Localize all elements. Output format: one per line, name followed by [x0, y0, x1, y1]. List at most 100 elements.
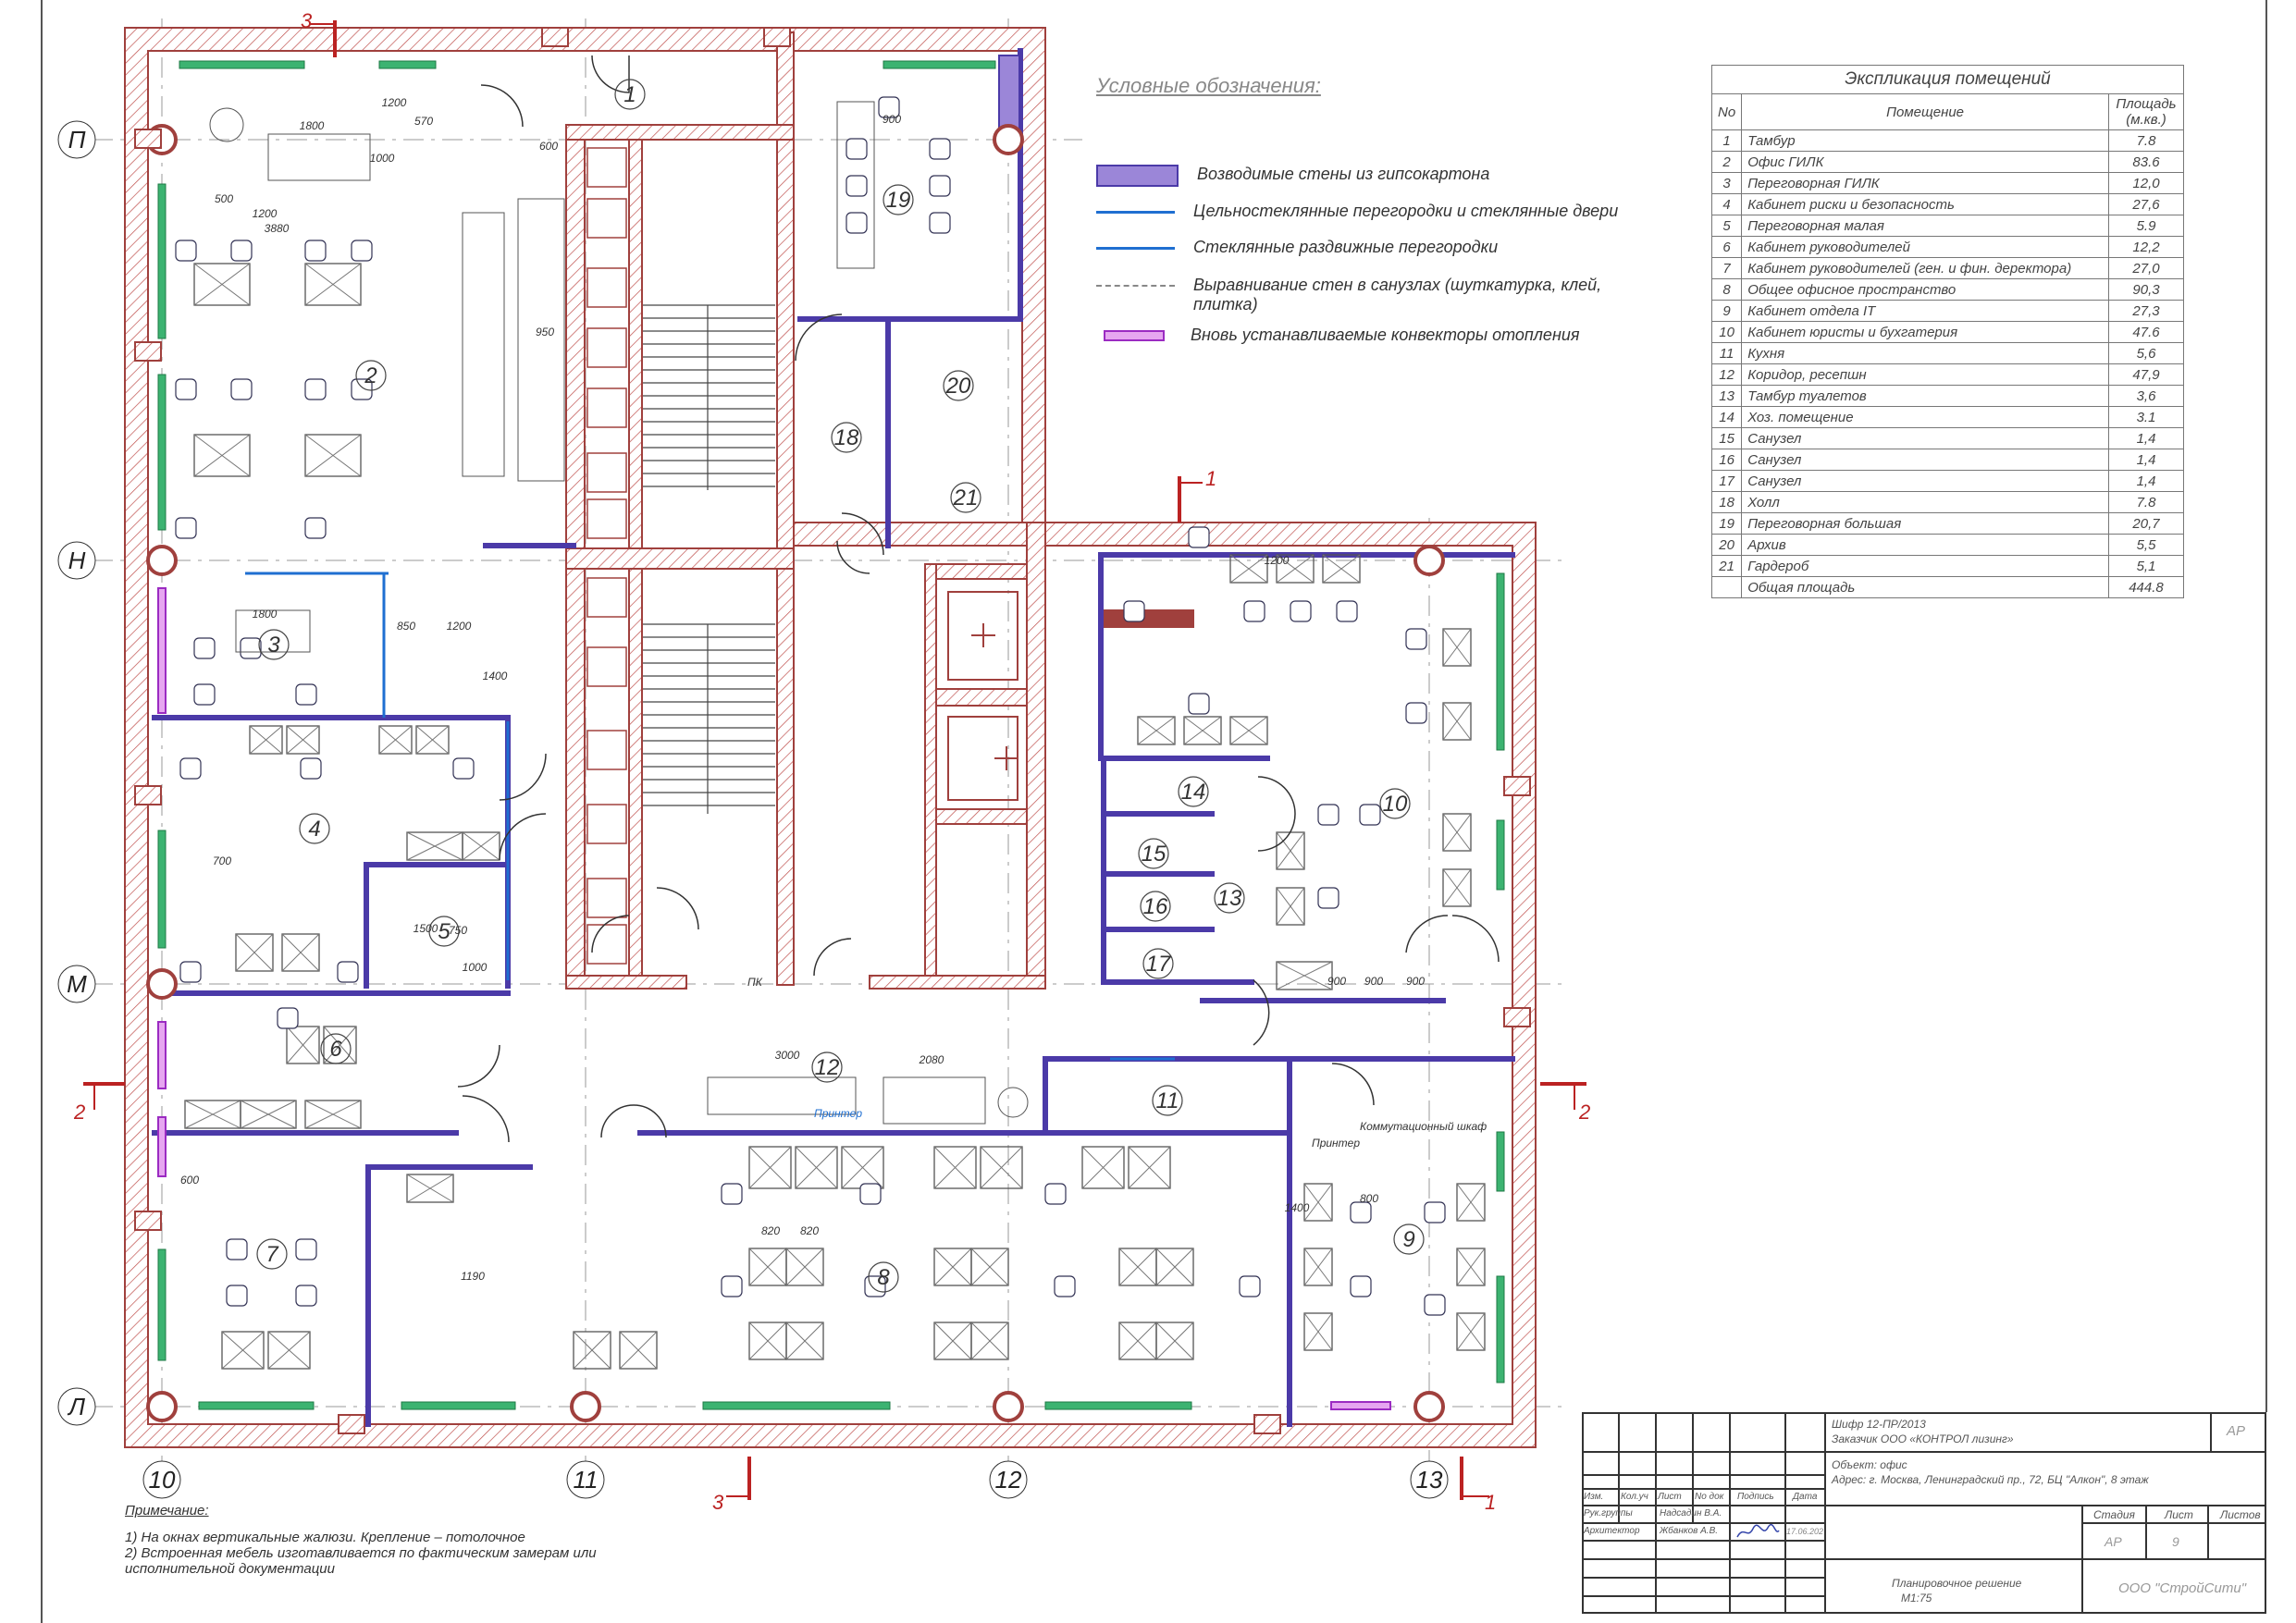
chair-icon	[1317, 804, 1339, 826]
room-number-label: 18	[834, 425, 859, 450]
legend-item-glass: Цельностеклянные перегородки и стеклянны…	[1096, 202, 1618, 221]
cell-name: Архив	[1741, 534, 2109, 556]
room-number-label: 5	[438, 919, 451, 944]
desk	[323, 1026, 357, 1064]
shaft-cell	[586, 387, 627, 428]
column-icon	[146, 968, 178, 1000]
cell-area: 1,4	[2108, 470, 2184, 492]
axis-label: 13	[1416, 1466, 1443, 1494]
dimension-label: 600	[180, 1174, 199, 1187]
total-area: 444.8	[2108, 576, 2184, 598]
legend-label: Вновь устанавливаемые конвекторы отоплен…	[1191, 326, 1580, 344]
chair-icon	[1054, 1275, 1076, 1297]
desk	[1276, 887, 1305, 926]
cell-no	[1710, 576, 1743, 598]
axis-row-Н: Н	[57, 541, 96, 580]
room-number-6: 6	[320, 1033, 352, 1064]
dashed-line-swatch	[1096, 285, 1175, 287]
chair-icon	[1336, 600, 1358, 622]
desk	[748, 1248, 787, 1286]
cell-area: 3.1	[2108, 406, 2184, 428]
cell-area: 7.8	[2108, 129, 2184, 152]
axis-label: М	[67, 970, 87, 998]
column-icon	[993, 1391, 1024, 1422]
customer: Заказчик ООО «КОНТРОЛ лизинг»	[1832, 1432, 2014, 1445]
room-number-circle	[1379, 788, 1411, 819]
room-number-11: 11	[1152, 1085, 1183, 1116]
chair-icon	[175, 240, 197, 262]
room-number-circle	[1140, 891, 1171, 922]
desk	[1081, 1146, 1125, 1189]
axis-col-10: 10	[142, 1460, 181, 1499]
room-number-circle	[831, 422, 862, 453]
desk	[286, 725, 320, 755]
room-number-label: 11	[1156, 1088, 1179, 1113]
cell-name: Санузел	[1741, 470, 2109, 492]
door-swing	[499, 753, 547, 801]
pilaster	[134, 341, 162, 362]
chair-icon	[1188, 526, 1210, 548]
doors	[457, 55, 1500, 1143]
chair-icon	[721, 1275, 743, 1297]
cell-no: 8	[1710, 278, 1743, 301]
pilaster	[1503, 1007, 1531, 1027]
chair-icon	[304, 378, 327, 400]
desk	[1442, 628, 1472, 667]
pc-label: ПК	[747, 976, 763, 989]
axis-row-Л: Л	[57, 1387, 96, 1426]
door-swing	[591, 55, 630, 93]
section-code: АР	[2227, 1423, 2246, 1439]
shaft-cell	[586, 267, 627, 308]
dimension-label: 850	[397, 620, 415, 633]
chair-icon	[1350, 1201, 1372, 1223]
desk	[406, 1174, 454, 1203]
table-title: Экспликация помещений	[1711, 65, 2184, 94]
col-header: Лист	[1658, 1492, 1682, 1502]
desk	[970, 1248, 1009, 1286]
desk	[406, 831, 463, 861]
chair-icon	[846, 175, 868, 197]
desk	[1229, 716, 1268, 745]
legend-item-dashed: Выравнивание стен в санузлах (шутк­атурк…	[1096, 276, 1642, 314]
reception-desk	[707, 1076, 857, 1115]
desk	[1442, 813, 1472, 852]
desk	[933, 1322, 972, 1360]
axis-label: Н	[68, 547, 86, 574]
cell-area: 12,2	[2108, 236, 2184, 258]
drywall-column	[998, 55, 1020, 130]
door-swing	[1451, 915, 1500, 963]
chair-icon	[1317, 887, 1339, 909]
room-number-21: 21	[950, 482, 981, 513]
cell-no: 5	[1710, 215, 1743, 237]
room-number-label: 6	[329, 1037, 342, 1062]
desk	[841, 1146, 884, 1189]
room-number-5: 5	[428, 916, 460, 947]
pilaster	[134, 785, 162, 805]
legend-label: Возводимые стены из гипсокартона	[1197, 165, 1490, 183]
chair-icon	[193, 683, 216, 706]
role: Рук.группы	[1584, 1508, 1633, 1518]
sliding-glass-swatch	[1096, 247, 1175, 250]
section-label: 1	[1205, 467, 1216, 490]
total-label: Общая площадь	[1741, 576, 2109, 598]
section-label: 3	[712, 1491, 724, 1514]
axis-label: Л	[67, 1393, 85, 1420]
shaft-cell	[586, 498, 627, 539]
room-number-circle	[943, 370, 974, 401]
stage-header: Стадия	[2093, 1508, 2135, 1521]
cell-no: 18	[1710, 491, 1743, 513]
chair-icon	[351, 240, 373, 262]
signature	[1736, 1523, 1780, 1538]
desk	[748, 1146, 792, 1189]
cell-name: Кабинет руководителей (ген. и фин. дерек…	[1741, 257, 2109, 279]
cell-area: 27,3	[2108, 300, 2184, 322]
room-number-circle	[868, 1261, 899, 1293]
column-icon	[146, 545, 178, 576]
